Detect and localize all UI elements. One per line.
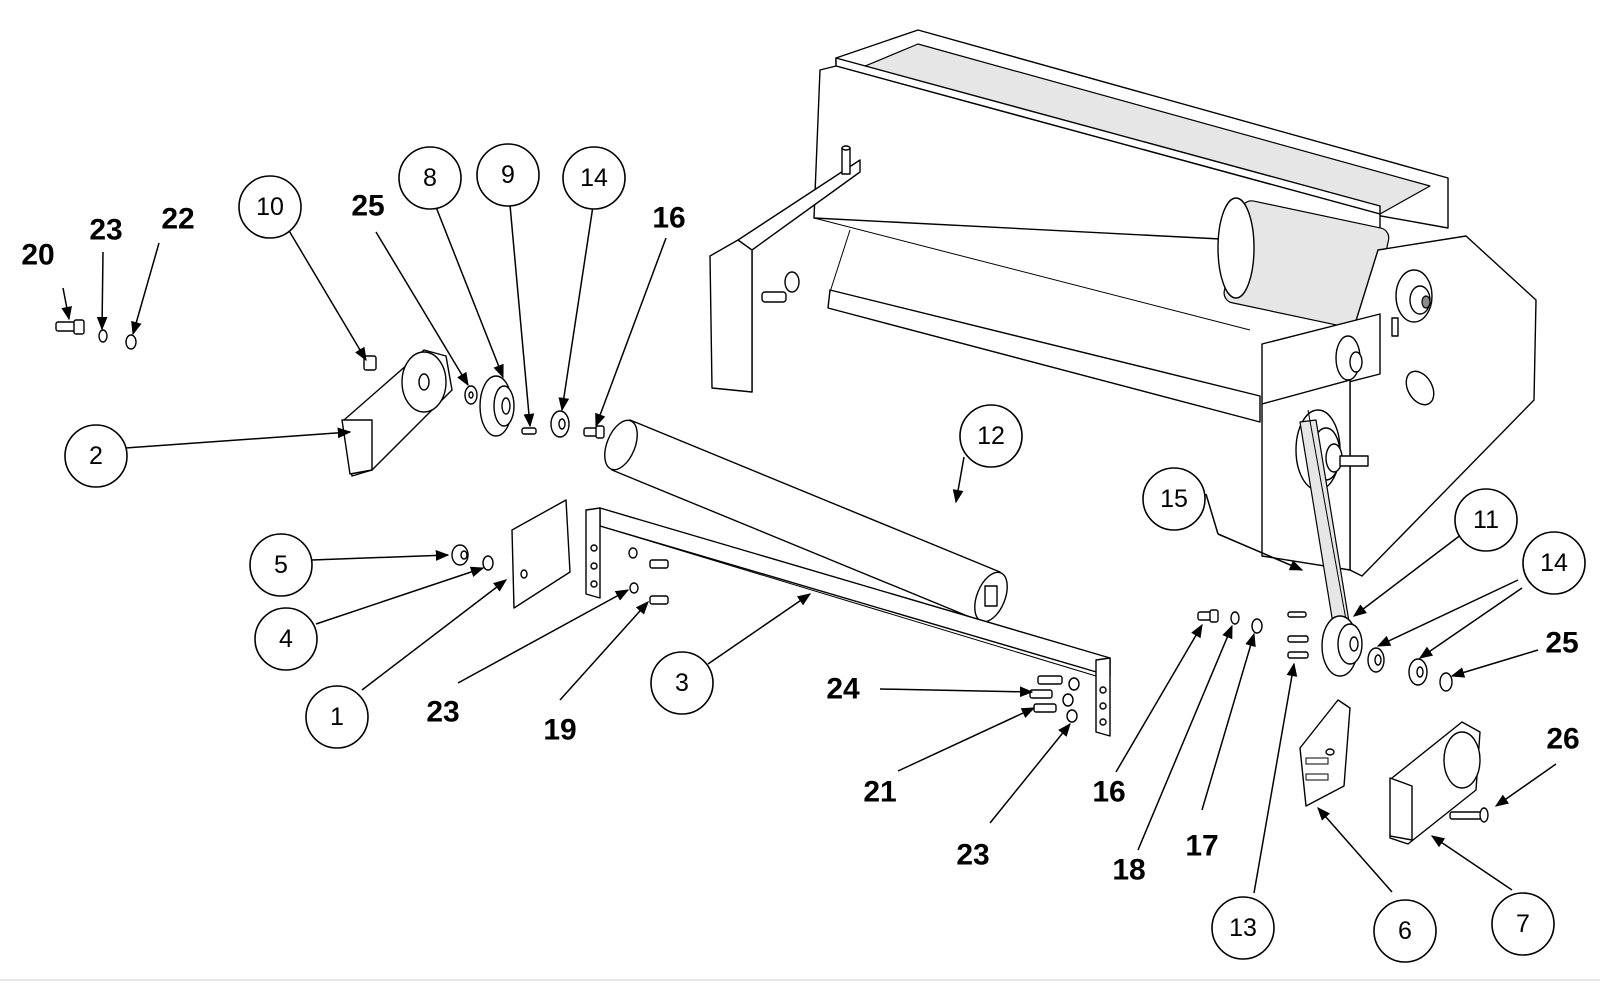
frame-rail — [585, 507, 1111, 737]
small-parts-right — [1029, 609, 1489, 845]
callout-11-text: 11 — [1473, 506, 1499, 534]
small-parts-left — [55, 319, 669, 609]
label-20: 20 — [21, 239, 54, 272]
callout-12-text: 12 — [977, 422, 1005, 450]
label-22: 22 — [161, 203, 194, 236]
bold-labels: 20 23 22 25 16 23 19 24 21 23 16 18 17 2… — [21, 190, 1579, 887]
callout-9: 9 — [476, 143, 540, 207]
label-23-mid: 23 — [426, 696, 459, 729]
roller-tube — [604, 419, 1008, 623]
callout-6-text: 6 — [1398, 917, 1412, 945]
callout-10-text: 10 — [256, 193, 284, 221]
label-16-left: 16 — [652, 202, 685, 235]
callout-11: 11 — [1454, 488, 1518, 552]
callout-1: 1 — [305, 685, 369, 749]
callout-5: 5 — [249, 533, 313, 597]
callout-5-text: 5 — [274, 551, 288, 579]
callout-7-text: 7 — [1516, 910, 1530, 938]
label-25-left: 25 — [351, 190, 384, 223]
callout-13: 13 — [1211, 896, 1275, 960]
label-23-top: 23 — [89, 214, 122, 247]
callout-12: 12 — [959, 404, 1023, 468]
callout-15-text: 15 — [1160, 485, 1188, 513]
label-21: 21 — [863, 776, 896, 809]
callouts: 10 8 9 14 2 12 5 4 1 3 15 11 14 13 6 7 — [64, 143, 1586, 963]
callout-13-text: 13 — [1229, 914, 1257, 942]
callout-8: 8 — [398, 146, 462, 210]
label-23-bottom: 23 — [956, 839, 989, 872]
callout-3: 3 — [650, 651, 714, 715]
callout-2-text: 2 — [89, 442, 103, 470]
callout-4-text: 4 — [279, 625, 293, 653]
callout-14-right-text: 14 — [1540, 549, 1568, 577]
callout-7: 7 — [1491, 892, 1555, 956]
callout-14-left-text: 14 — [580, 164, 608, 192]
label-16-right: 16 — [1092, 776, 1125, 809]
callout-15: 15 — [1142, 467, 1206, 531]
callout-8-text: 8 — [423, 164, 437, 192]
callout-2: 2 — [64, 424, 128, 488]
label-17: 17 — [1185, 830, 1218, 863]
leader-lines — [61, 204, 1557, 894]
callout-6: 6 — [1373, 899, 1437, 963]
label-25-right: 25 — [1545, 627, 1578, 660]
label-18: 18 — [1112, 854, 1145, 887]
callout-1-text: 1 — [330, 703, 344, 731]
label-19: 19 — [543, 714, 576, 747]
callout-9-text: 9 — [501, 161, 515, 189]
callout-14-right: 14 — [1522, 531, 1586, 595]
label-26: 26 — [1546, 723, 1579, 756]
callout-4: 4 — [254, 607, 318, 671]
label-24: 24 — [826, 673, 860, 706]
main-housing — [709, 29, 1537, 643]
callout-14-left: 14 — [562, 146, 626, 210]
callout-3-text: 3 — [675, 669, 689, 697]
callout-10: 10 — [238, 175, 302, 239]
